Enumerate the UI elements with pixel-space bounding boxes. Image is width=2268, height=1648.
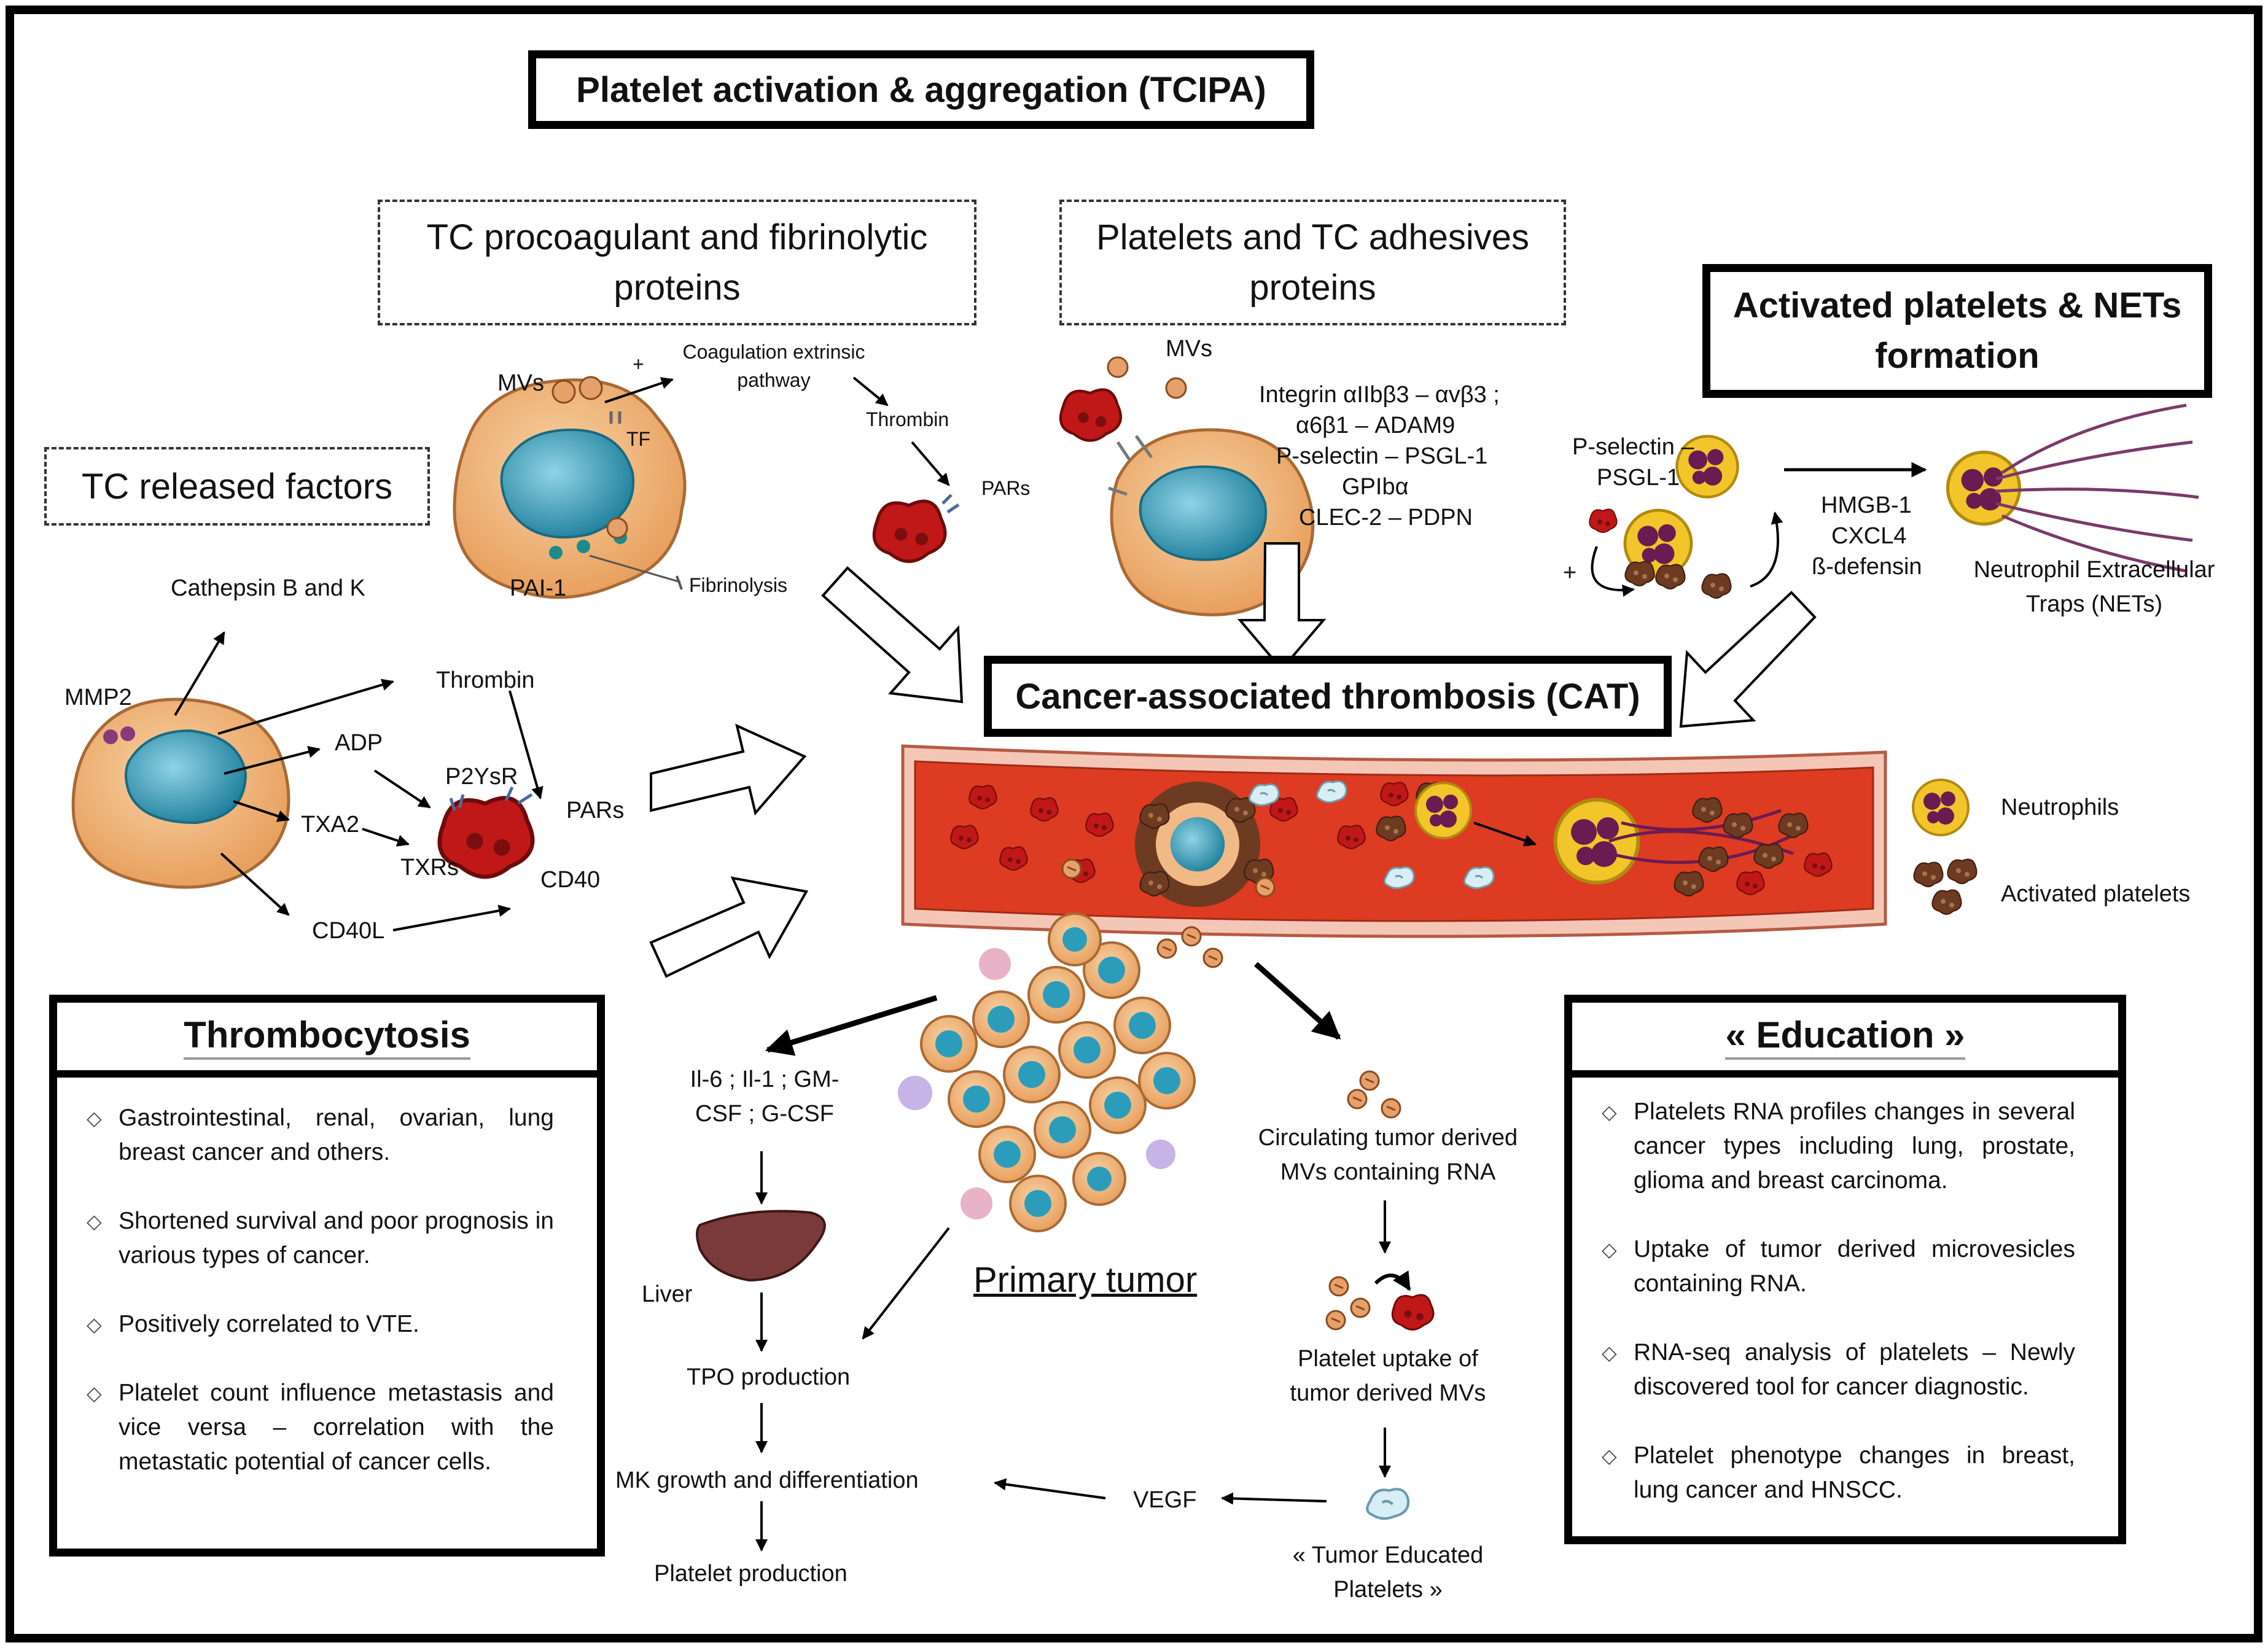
- tpo-label: TPO production: [687, 1364, 851, 1390]
- list-item: Gastrointestinal, renal, ovarian, lung b…: [87, 1101, 554, 1170]
- education-panel: « Education » Platelets RNA profiles cha…: [1564, 995, 2126, 1544]
- platelet-production-label: Platelet production: [654, 1561, 848, 1587]
- thrombocytosis-panel: Thrombocytosis Gastrointestinal, renal, …: [49, 995, 605, 1557]
- procoag-title-box: TC procoagulant and fibrinolytic protein…: [378, 200, 976, 325]
- adhesion-pair-4: GPIbα: [1342, 474, 1409, 500]
- nets-factor-3: ß-defensin: [1812, 554, 1922, 580]
- education-list: Platelets RNA profiles changes in severa…: [1602, 1095, 2075, 1542]
- adhesive-title-box: Platelets and TC adhesives proteins: [1059, 200, 1566, 325]
- uptake-icons: [1325, 1270, 1435, 1331]
- thrombocytosis-title: Thrombocytosis: [184, 1014, 470, 1060]
- tf-label: TF: [626, 428, 651, 450]
- list-item: Uptake of tumor derived microvesicles co…: [1602, 1232, 2075, 1301]
- primary-tumor-cluster: [920, 912, 1196, 1232]
- nets-title: Activated platelets & NETs formation: [1732, 286, 2182, 376]
- legend-neutrophils: Neutrophils: [2001, 795, 2119, 820]
- mk-label: MK growth and differentiation: [615, 1467, 919, 1493]
- procoag-tumor-cell: [453, 376, 687, 599]
- circulating-mv-icons: [1347, 1070, 1401, 1119]
- nets-cells: [1589, 403, 2199, 599]
- procoag-title: TC procoagulant and fibrinolytic protein…: [426, 217, 928, 308]
- released-tumor-cell: [71, 698, 290, 889]
- adhesive-tumor-cell: [1061, 356, 1315, 616]
- tcipa-title: Platelet activation & aggregation (TCIPA…: [576, 69, 1266, 110]
- tep-platelet-icon: [1367, 1489, 1408, 1518]
- liver-icon: [696, 1210, 826, 1282]
- cathepsin-label: Cathepsin B and K: [171, 575, 365, 601]
- pai1-label: PAI-1: [510, 575, 567, 601]
- adhesive-title: Platelets and TC adhesives proteins: [1096, 217, 1529, 308]
- txa2-label: TXA2: [301, 812, 360, 838]
- p2ysr-label: P2YsR: [445, 764, 518, 790]
- released-pars-label: PARs: [566, 798, 625, 823]
- list-item: Shortened survival and poor prognosis in…: [87, 1204, 554, 1273]
- list-item: RNA-seq analysis of platelets – Newly di…: [1602, 1335, 2075, 1404]
- education-header: « Education »: [1572, 1003, 2118, 1078]
- coag-pathway-label: Coagulation extrinsic pathway: [682, 341, 865, 391]
- nets-plus: +: [1563, 560, 1577, 586]
- cat-title: Cancer-associated thrombosis (CAT): [1015, 676, 1640, 717]
- cd40l-label: CD40L: [312, 918, 385, 944]
- thrombocytosis-header: Thrombocytosis: [57, 1003, 597, 1078]
- adhesion-pair-3: P-selectin – PSGL-1: [1276, 443, 1488, 469]
- education-title: « Education »: [1725, 1014, 1965, 1060]
- cat-title-box: Cancer-associated thrombosis (CAT): [984, 656, 1672, 737]
- legend-neutrophil-icon: [1912, 779, 1970, 836]
- adp-label: ADP: [335, 730, 383, 756]
- released-title-box: TC released factors: [44, 447, 430, 526]
- nets-factor-1: HMGB-1: [1821, 492, 1912, 518]
- mmp2-label: MMP2: [64, 685, 132, 710]
- txrs-label: TXRs: [400, 855, 459, 880]
- released-title: TC released factors: [81, 466, 393, 507]
- circulating-mvs-label: Circulating tumor derived MVs containing…: [1258, 1125, 1518, 1185]
- cd40-label: CD40: [540, 867, 601, 893]
- list-item: Platelet phenotype changes in breast, lu…: [1602, 1439, 2075, 1507]
- cytokines-label: Il-6 ; Il-1 ; GM-CSF ; G-CSF: [690, 1067, 840, 1127]
- legend-activated-platelets-icon: [1913, 858, 1978, 915]
- vegf-label: VEGF: [1133, 1487, 1197, 1513]
- fibrinolysis-label: Fibrinolysis: [689, 574, 788, 596]
- procoag-thrombin-label: Thrombin: [866, 408, 949, 430]
- liver-label: Liver: [642, 1281, 693, 1307]
- nets-title-box: Activated platelets & NETs formation: [1702, 264, 2212, 398]
- procoag-mvs-label: MVs: [497, 370, 544, 396]
- nets-psgl-label: PSGL-1: [1597, 465, 1680, 491]
- list-item: Platelets RNA profiles changes in severa…: [1602, 1095, 2075, 1198]
- adhesion-pair-5: CLEC-2 – PDPN: [1299, 505, 1473, 531]
- hollow-arrows: [649, 542, 1817, 978]
- adhesion-pair-2: α6β1 – ADAM9: [1296, 413, 1455, 438]
- primary-tumor-label: Primary tumor: [973, 1260, 1198, 1300]
- thrombocytosis-list: Gastrointestinal, renal, ovarian, lung b…: [87, 1101, 554, 1514]
- list-item: Platelet count influence metastasis and …: [87, 1376, 554, 1479]
- uptake-label: Platelet uptake of tumor derived MVs: [1290, 1346, 1486, 1406]
- tep-label: « Tumor Educated Platelets »: [1292, 1542, 1484, 1603]
- list-item: Positively correlated to VTE.: [87, 1307, 554, 1342]
- blood-vessel: [901, 744, 1887, 938]
- procoag-platelet: [874, 501, 945, 561]
- nets-pselectin-label: P-selectin –: [1572, 434, 1694, 460]
- procoag-pars-label: PARs: [981, 477, 1031, 499]
- released-thrombin-label: Thrombin: [436, 667, 535, 693]
- nets-label: Neutrophil Extracellular Traps (NETs): [1973, 557, 2215, 617]
- legend-activated-platelets: Activated platelets: [2001, 881, 2191, 907]
- nets-factor-2: CXCL4: [1831, 523, 1907, 549]
- tcipa-title-box: Platelet activation & aggregation (TCIPA…: [528, 50, 1314, 129]
- tumor-nuclei: [898, 927, 1180, 1219]
- procoag-plus: +: [633, 353, 644, 375]
- adhesive-mvs-label: MVs: [1166, 336, 1212, 362]
- adhesion-pair-1: Integrin αIIbβ3 – αvβ3 ;: [1259, 382, 1500, 408]
